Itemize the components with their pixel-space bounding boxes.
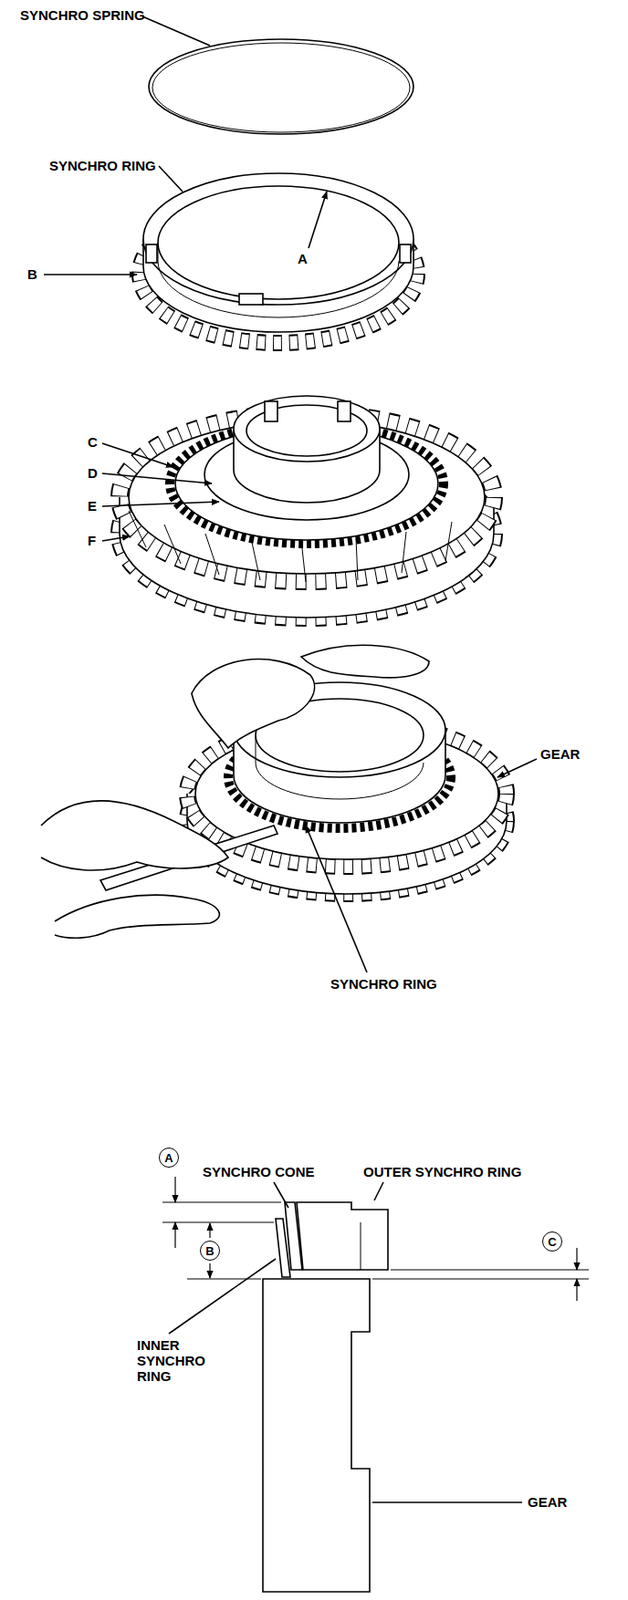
drawing-part [262,1279,370,1593]
drawing-part [157,242,399,318]
gear [119,396,494,618]
drawing-part [142,16,210,46]
drawing-part [174,1177,176,1204]
drawing-part [187,1278,262,1280]
part-label: SYNCHRO CONE [202,1164,315,1181]
drawing-part [273,1182,289,1209]
drawing-part [399,244,411,263]
synchro-spring [148,39,414,135]
drawing-part [162,1222,274,1224]
drawing-part [152,42,410,133]
drawing-part [390,1269,589,1271]
callout-letter: C [87,434,98,451]
drawing-part [372,1502,523,1505]
drawing-part [168,1259,276,1335]
leader-lines [43,16,327,275]
drawing-part [157,186,399,300]
drawing-part [372,1278,589,1280]
finger [301,645,430,679]
drawing-part [575,1279,577,1302]
drawing-part [308,191,327,249]
drawing-part [209,1224,210,1239]
drawing-part [102,536,130,542]
callout-letter: D [87,465,98,482]
leader-lines [102,443,220,542]
drawing-part [162,1202,282,1204]
drawing-part [264,401,278,422]
part-label: INNER SYNCHRO RING [136,1338,220,1385]
drawing-part [174,1223,176,1249]
callout-letter: A [297,251,308,267]
dimension-lines [162,1177,589,1302]
drawing-part [296,1203,388,1271]
drawing-part [239,293,263,305]
leader-lines [305,759,537,974]
part-label: GEAR [527,1495,567,1511]
drawing-part [158,166,183,192]
part-label: GEAR [540,746,580,763]
callout-letter: B [27,266,38,283]
drawing-part [275,1219,291,1278]
circled-letter: C [542,1232,563,1253]
leader-lines [168,1182,523,1504]
part-label: SYNCHRO RING [330,976,438,993]
drawing-part [255,735,424,800]
part-label: OUTER SYNCHRO RING [363,1164,522,1181]
circled-letter: A [158,1148,179,1169]
drawing-part [143,173,414,305]
drawing-part [233,396,380,462]
drawing-part [305,826,367,974]
callout-letter: E [87,498,97,514]
callout-letter: F [87,533,96,549]
drawing-part [102,443,174,468]
circled-letter: B [199,1241,220,1262]
synchro-ring [139,173,418,344]
drawing-part [575,1248,577,1271]
section-view [262,1203,388,1593]
thumb [191,659,315,749]
drawing-part [43,273,137,276]
drawing-part [102,473,212,484]
hand [54,895,220,939]
drawing-part [337,401,351,422]
drawing-part [497,759,537,778]
drawing-part [360,1223,362,1271]
drawing-part [148,39,414,135]
hand [41,801,229,871]
part-label: SYNCHRO SPRING [20,7,146,23]
drawing-part [209,1264,210,1279]
part-label: SYNCHRO RING [49,157,157,174]
drawing-part [102,502,220,507]
gear-with-feeler-gauge [41,645,507,939]
drawing-part [374,1182,384,1202]
drawing-part [146,244,157,263]
